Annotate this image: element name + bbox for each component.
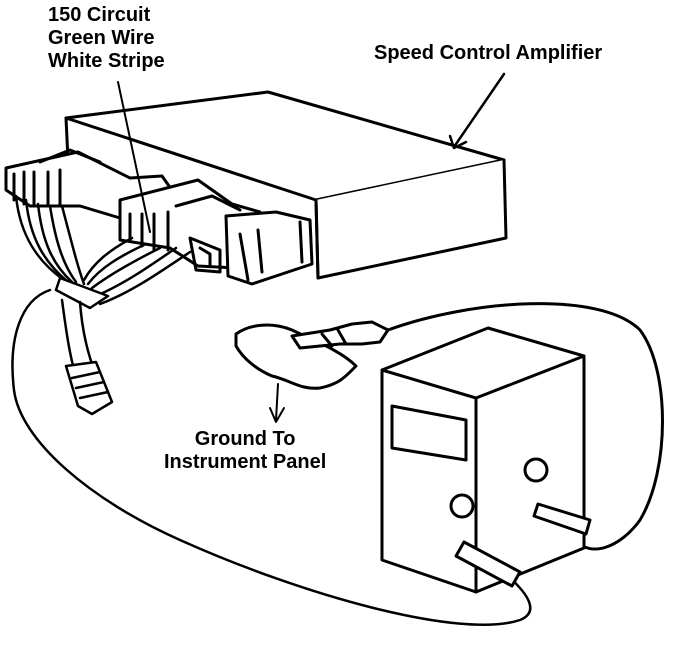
wire-label: 150 Circuit Green Wire White Stripe: [48, 4, 165, 73]
test-meter: [380, 326, 592, 594]
wiring-connector: [4, 148, 314, 286]
ground-clip: [234, 302, 664, 551]
speed-control-amplifier: [64, 90, 508, 280]
wire-harness: [11, 194, 532, 626]
amplifier-label-leader: [454, 72, 506, 146]
ground-label-line2: Instrument Panel: [164, 451, 327, 473]
wire-label-line2: Green Wire: [48, 27, 155, 49]
test-lead-probe-left: [454, 540, 522, 588]
meter-knob-right: [523, 457, 549, 483]
ground-label-line1: Ground To: [194, 428, 296, 450]
wire-label-line3: White Stripe: [48, 50, 165, 72]
test-lead-probe-right: [532, 502, 592, 536]
ground-label-leader: [275, 383, 279, 421]
ground-label: Ground To Instrument Panel: [164, 428, 326, 474]
meter-knob-left: [449, 493, 475, 519]
wire-label-leader: [117, 81, 151, 233]
meter-display: [390, 404, 468, 462]
wire-label-line1: 150 Circuit: [48, 4, 151, 26]
amplifier-label: Speed Control Amplifier: [374, 42, 603, 64]
